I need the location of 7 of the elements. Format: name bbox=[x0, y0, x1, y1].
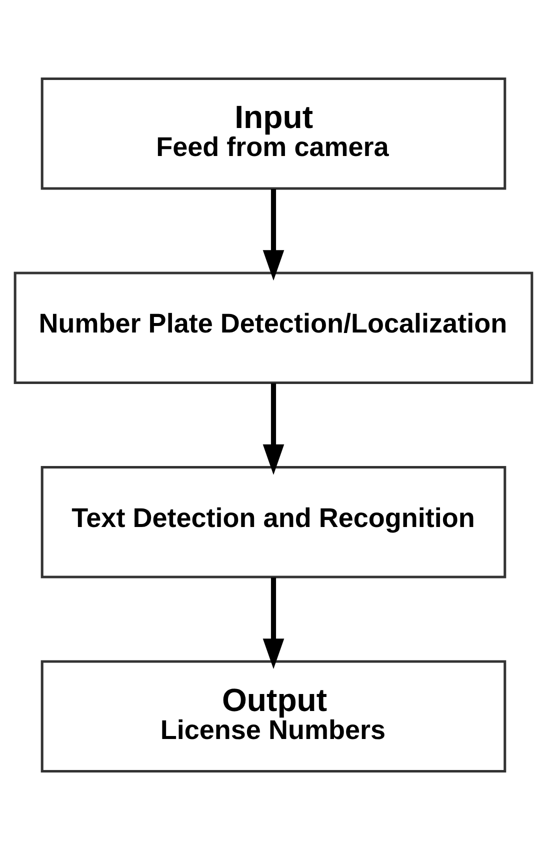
node-box: Number Plate Detection/Localization bbox=[14, 272, 534, 384]
arrow bbox=[262, 383, 284, 475]
node-box: Text Detection and Recognition bbox=[40, 466, 506, 578]
arrow bbox=[262, 189, 284, 281]
node-box: Output License Numbers bbox=[40, 660, 506, 773]
node-box: Input Feed from camera bbox=[40, 77, 506, 190]
arrow bbox=[262, 577, 284, 670]
